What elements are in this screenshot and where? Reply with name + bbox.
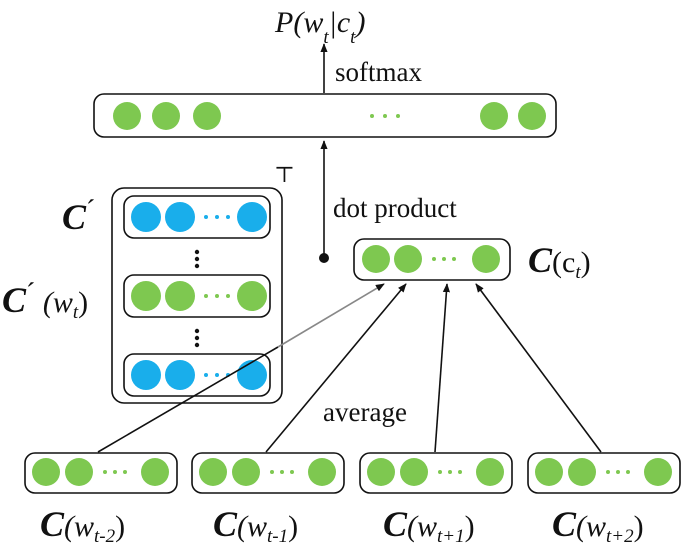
ellipsis-dot [103,470,107,474]
embedding-matrix-label: C´ [62,195,95,237]
input-label-t+2: C(wt+2) [552,504,644,547]
ellipsis-dot [626,470,630,474]
vertical-ellipsis-dot [194,335,200,341]
output-node [193,102,221,130]
context-vector-box [353,238,511,281]
context-node [472,245,500,273]
input-label-t+1: C(wt+1) [383,504,475,547]
ellipsis-dot [226,215,230,219]
input-vector-t+2 [527,452,681,494]
dot-product-origin [319,253,329,263]
ellipsis-dot [226,294,230,298]
input-vector-box [191,452,345,494]
input-vector-t-1 [191,452,345,494]
ellipsis-dot [438,470,442,474]
matrix-node [165,202,195,232]
output-probability-label: P(wt|ct) [274,6,365,48]
output-vector [93,93,557,138]
transpose-symbol: ⊤ [274,162,295,187]
matrix-node [237,360,267,390]
input-vector-box [24,452,178,494]
ellipsis-dot [204,294,208,298]
matrix-node [131,360,161,390]
ellipsis-dot [606,470,610,474]
input-node [568,458,596,486]
output-node [518,102,546,130]
vertical-ellipsis-dot [194,263,200,269]
context-node [362,245,390,273]
output-node [152,102,180,130]
ellipsis-dot [290,470,294,474]
ellipsis-dot [215,373,219,377]
embedding-matrix [111,187,283,404]
context-vector [353,238,511,281]
ellipsis-dot [215,215,219,219]
input-node [65,458,93,486]
input-vector-t-2 [24,452,178,494]
softmax-label: softmax [335,57,422,87]
input-node [308,458,336,486]
ellipsis-dot [280,470,284,474]
ellipsis-dot [616,470,620,474]
input-vector-box [359,452,513,494]
ellipsis-dot [452,257,456,261]
matrix-node [237,202,267,232]
output-node [113,102,141,130]
input-node [400,458,428,486]
input-arrow-t-1 [265,283,407,453]
input-node [199,458,227,486]
ellipsis-dot [204,215,208,219]
ellipsis-dot [270,470,274,474]
input-vector-box [527,452,681,494]
average-label: average [323,397,407,427]
context-vector-label: C(ct) [528,240,591,283]
input-arrow-t+2 [475,283,602,453]
input-node [644,458,672,486]
ellipsis-dot [204,373,208,377]
ellipsis-dot [113,470,117,474]
ellipsis-dot [448,470,452,474]
matrix-node [237,281,267,311]
ellipsis-dot [442,257,446,261]
ellipsis-dot [370,114,374,118]
matrix-row [123,195,271,239]
matrix-node [165,360,195,390]
vertical-ellipsis-dot [194,256,200,262]
input-node [535,458,563,486]
vertical-ellipsis-dot [194,342,200,348]
ellipsis-dot [215,294,219,298]
matrix-node [165,281,195,311]
input-node [367,458,395,486]
dot-product-label: dot product [333,193,457,223]
vertical-ellipsis-dot [194,328,200,334]
input-vector-t+1 [359,452,513,494]
input-node [32,458,60,486]
ellipsis-dot [458,470,462,474]
matrix-node [131,281,161,311]
input-arrow-t+1 [434,283,451,453]
ellipsis-dot [383,114,387,118]
input-arrow-t-2 [277,283,385,348]
vertical-ellipsis-dot [194,249,200,255]
input-node [141,458,169,486]
ellipsis-dot [432,257,436,261]
ellipsis-dot [123,470,127,474]
input-label-t-2: C(wt-2) [40,504,125,547]
ellipsis-dot [396,114,400,118]
input-node [476,458,504,486]
input-arrow-segment [97,346,279,453]
input-node [232,458,260,486]
average-arrows [97,283,602,453]
output-node [480,102,508,130]
input-label-t-1: C(wt-1) [213,504,298,547]
matrix-row [123,353,271,397]
target-embedding-label: C´ (wt) [2,278,88,323]
context-node [394,245,422,273]
matrix-node [131,202,161,232]
matrix-row-target [123,274,271,318]
